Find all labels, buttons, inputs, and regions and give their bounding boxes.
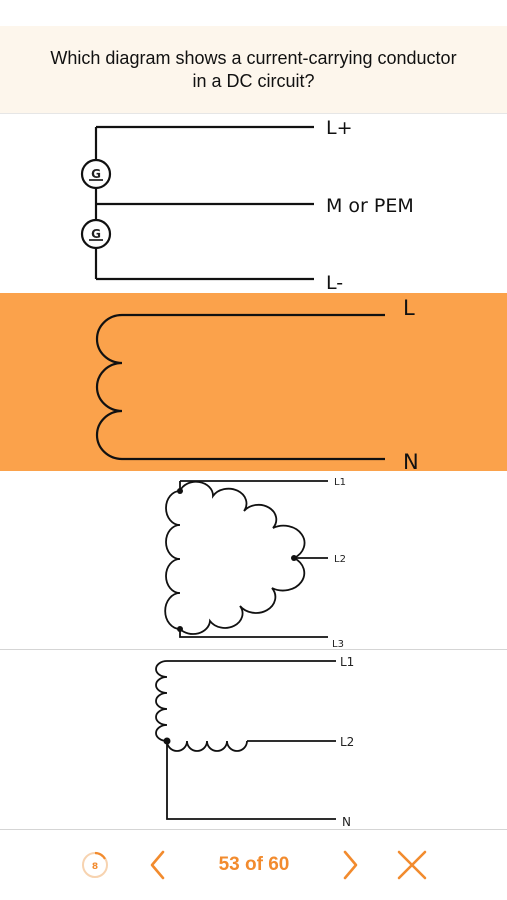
label-l: L (403, 296, 415, 320)
coil-winding (95, 313, 123, 461)
label-l-plus: L+ (326, 117, 353, 139)
label-m-or-pem: M or PEM (326, 195, 414, 217)
question-text: Which diagram shows a current-carrying c… (50, 47, 457, 91)
label-n: N (342, 815, 351, 829)
label-l1: L1 (334, 477, 346, 488)
delta-coil-left (164, 490, 181, 630)
timer-icon: 8 (82, 851, 108, 878)
label-n: N (403, 450, 419, 471)
single-phase-coil-diagram: L N (95, 296, 419, 471)
label-l2: L2 (340, 735, 354, 749)
answer-option-b[interactable]: L N (0, 293, 507, 471)
coil-l2 (166, 740, 248, 752)
question-panel: Which diagram shows a current-carrying c… (0, 26, 507, 114)
generator-1-circle (80, 158, 112, 190)
split-phase-diagram: L1 L2 N (155, 655, 354, 829)
delta-winding-diagram: L1 L2 L3 (164, 477, 346, 650)
label-l1: L1 (340, 655, 354, 669)
timer-button[interactable]: 8 (74, 830, 116, 900)
timer-value: 8 (92, 862, 98, 872)
dc-generator-diagram: G G L+ M or PEM L- (80, 117, 414, 293)
coil-l1 (155, 660, 168, 742)
previous-button[interactable] (138, 830, 178, 900)
answer-option-d[interactable]: L1 L2 N (0, 651, 507, 830)
generator-2-label: G (91, 227, 101, 241)
close-button[interactable] (392, 830, 432, 900)
generator-1-label: G (91, 167, 101, 181)
label-l-minus: L- (326, 272, 343, 293)
bottom-navigation: 8 53 of 60 (0, 830, 507, 900)
next-button[interactable] (330, 830, 370, 900)
close-icon (397, 850, 427, 880)
question-counter-text: 53 of 60 (218, 854, 290, 875)
label-l3: L3 (332, 639, 344, 650)
generator-2-circle (80, 218, 112, 250)
label-l2: L2 (334, 554, 346, 565)
answer-option-c[interactable]: L1 L2 L3 (0, 471, 507, 650)
delta-coil-upper (179, 480, 306, 559)
chevron-right-icon (343, 850, 358, 880)
delta-coil-lower (179, 557, 306, 635)
question-counter: 53 of 60 (200, 830, 308, 900)
chevron-left-icon (150, 850, 165, 880)
status-area (0, 0, 507, 26)
answer-option-a[interactable]: G G L+ M or PEM L- (0, 115, 507, 293)
